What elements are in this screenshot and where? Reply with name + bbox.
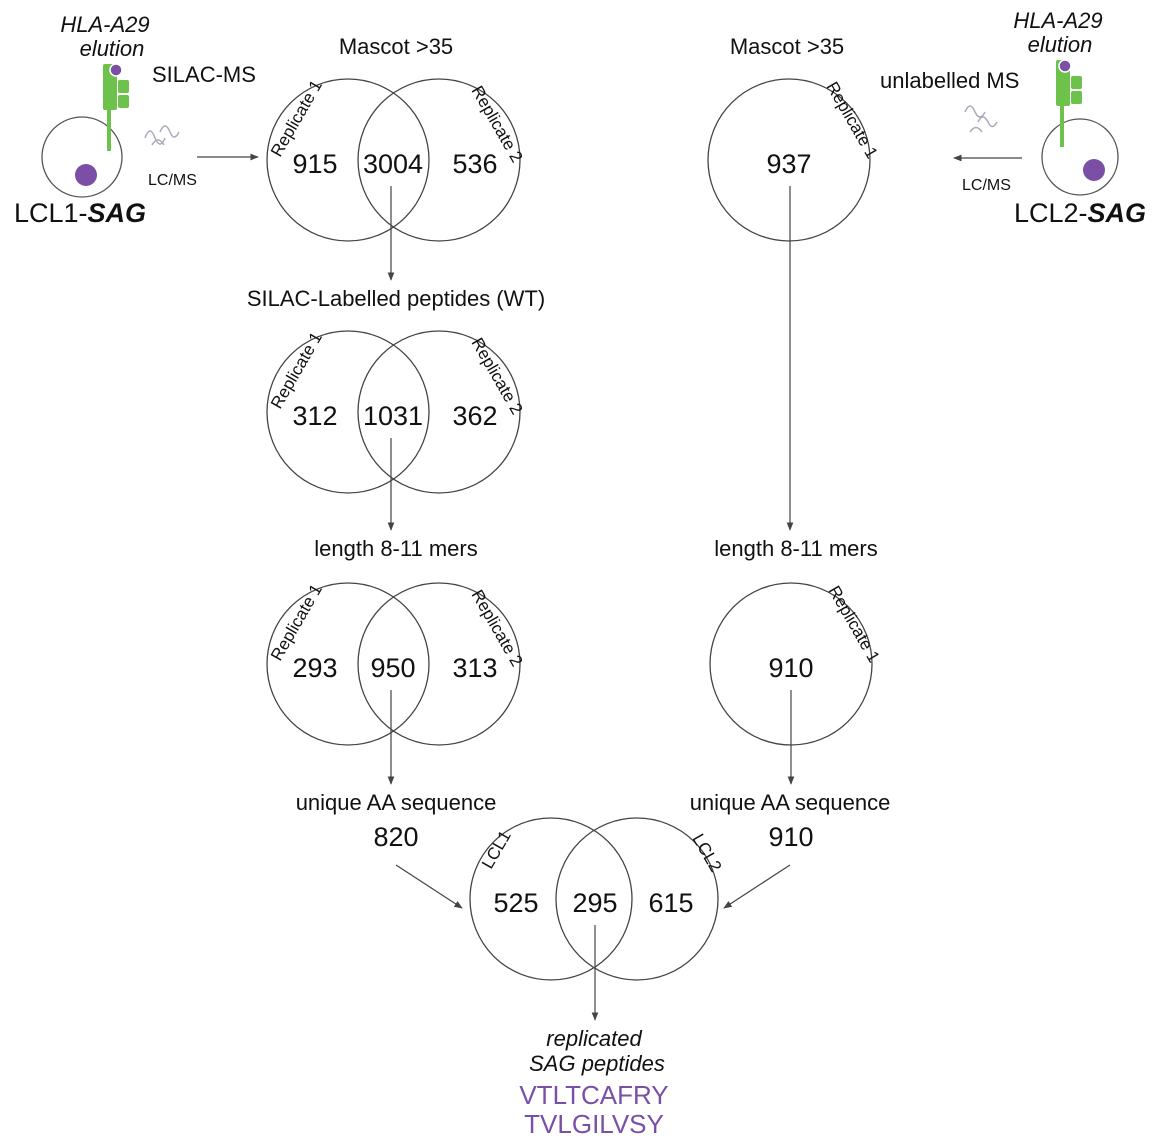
left-method-label: SILAC-MS [152,62,256,87]
left-lcms-label: LC/MS [148,172,197,189]
final-circle-b [555,817,719,981]
venn1-circle-b [357,78,521,242]
final-set-b-label: LCL2 [689,831,726,876]
final-only-a: 525 [493,888,538,918]
left-nucleus-icon [75,164,97,186]
right-lcms-label: LC/MS [962,177,1011,194]
right-peptides-squiggle-icon [964,105,998,133]
venn2-only-a: 312 [292,401,337,431]
right-b2m-icon [1071,76,1082,89]
final-both: 295 [572,888,617,918]
venn3-set-a-label: Replicate 1 [267,581,326,664]
right-mascot-filter: Mascot >35 [730,34,844,59]
right-unique-filter: unique AA sequence [690,790,891,815]
venn-length: Replicate 1 Replicate 2 293 950 313 [266,581,527,746]
result-line2: SAG peptides [529,1051,665,1076]
result-line1: replicated [546,1026,642,1051]
left-hla-label: HLA-A29 [60,12,149,37]
lcl1-cell-illustration: HLA-A29 elution SILAC-MS LC/MS LCL1-SAG [14,12,259,228]
final-only-b: 615 [648,888,693,918]
right-circle1 [707,78,871,242]
circle-length-right: Replicate 1 910 [709,582,884,746]
right-circle2-set-label: Replicate 1 [825,583,884,666]
lcl2-cell-illustration: HLA-A29 elution unlabelled MS LC/MS LCL2… [880,8,1146,228]
venn1-circle-a [266,78,430,242]
venn3-only-b: 313 [452,653,497,683]
venn2-circle-b [357,330,521,494]
venn3-only-a: 293 [292,653,337,683]
left-length-filter: length 8-11 mers [314,536,477,561]
left-elution-label: elution [80,36,145,61]
venn-mascot: Replicate 1 Replicate 2 915 3004 536 [266,77,527,242]
venn1-only-a: 915 [292,149,337,179]
lcl1-sag-label: LCL1-SAG [14,198,146,228]
left-unique-count: 820 [373,822,418,852]
right-circle1-set-label: Replicate 1 [823,79,882,162]
right-peptide-icon [1058,59,1072,73]
left-unique-filter: unique AA sequence [296,790,497,815]
final-circle-a [469,817,633,981]
peptide-2: TVLGILVSY [524,1109,664,1139]
venn2-set-a-label: Replicate 1 [267,329,326,412]
arrow-right-to-final [723,864,791,909]
right-unique-count: 910 [768,822,813,852]
right-length-filter: length 8-11 mers [714,536,877,561]
lcl2-sag-label: LCL2-SAG [1014,198,1146,228]
right-nucleus-icon [1083,159,1105,181]
venn1-set-a-label: Replicate 1 [267,77,326,160]
venn2-only-b: 362 [452,401,497,431]
left-silac-filter: SILAC-Labelled peptides (WT) [247,286,545,311]
venn3-circle-b [357,582,521,746]
circle-mascot-right: Replicate 1 937 [707,78,882,242]
left-peptide-icon [109,63,123,77]
left-b2m-icon [118,80,129,93]
venn-silac: Replicate 1 Replicate 2 312 1031 362 [266,329,527,494]
right-hla-label: HLA-A29 [1013,8,1102,33]
arrow-left-to-final [395,864,463,909]
final-set-a-label: LCL1 [478,827,515,872]
left-cell-icon [41,116,123,198]
venn1-only-b: 536 [452,149,497,179]
right-elution-label: elution [1028,32,1093,57]
peptide-1: VTLTCAFRY [519,1080,668,1110]
left-peptides-squiggle-icon [144,125,180,146]
venn-lcl1-lcl2: LCL1 LCL2 525 295 615 [469,817,726,981]
venn1-both: 3004 [363,149,423,179]
venn3-circle-a [266,582,430,746]
venn2-circle-a [266,330,430,494]
right-circle2-count: 910 [768,653,813,683]
venn2-both: 1031 [363,401,423,431]
venn3-both: 950 [370,653,415,683]
right-method-label: unlabelled MS [880,68,1019,93]
right-circle1-count: 937 [766,149,811,179]
right-cell-icon [1041,118,1119,196]
left-mascot-filter: Mascot >35 [339,34,453,59]
